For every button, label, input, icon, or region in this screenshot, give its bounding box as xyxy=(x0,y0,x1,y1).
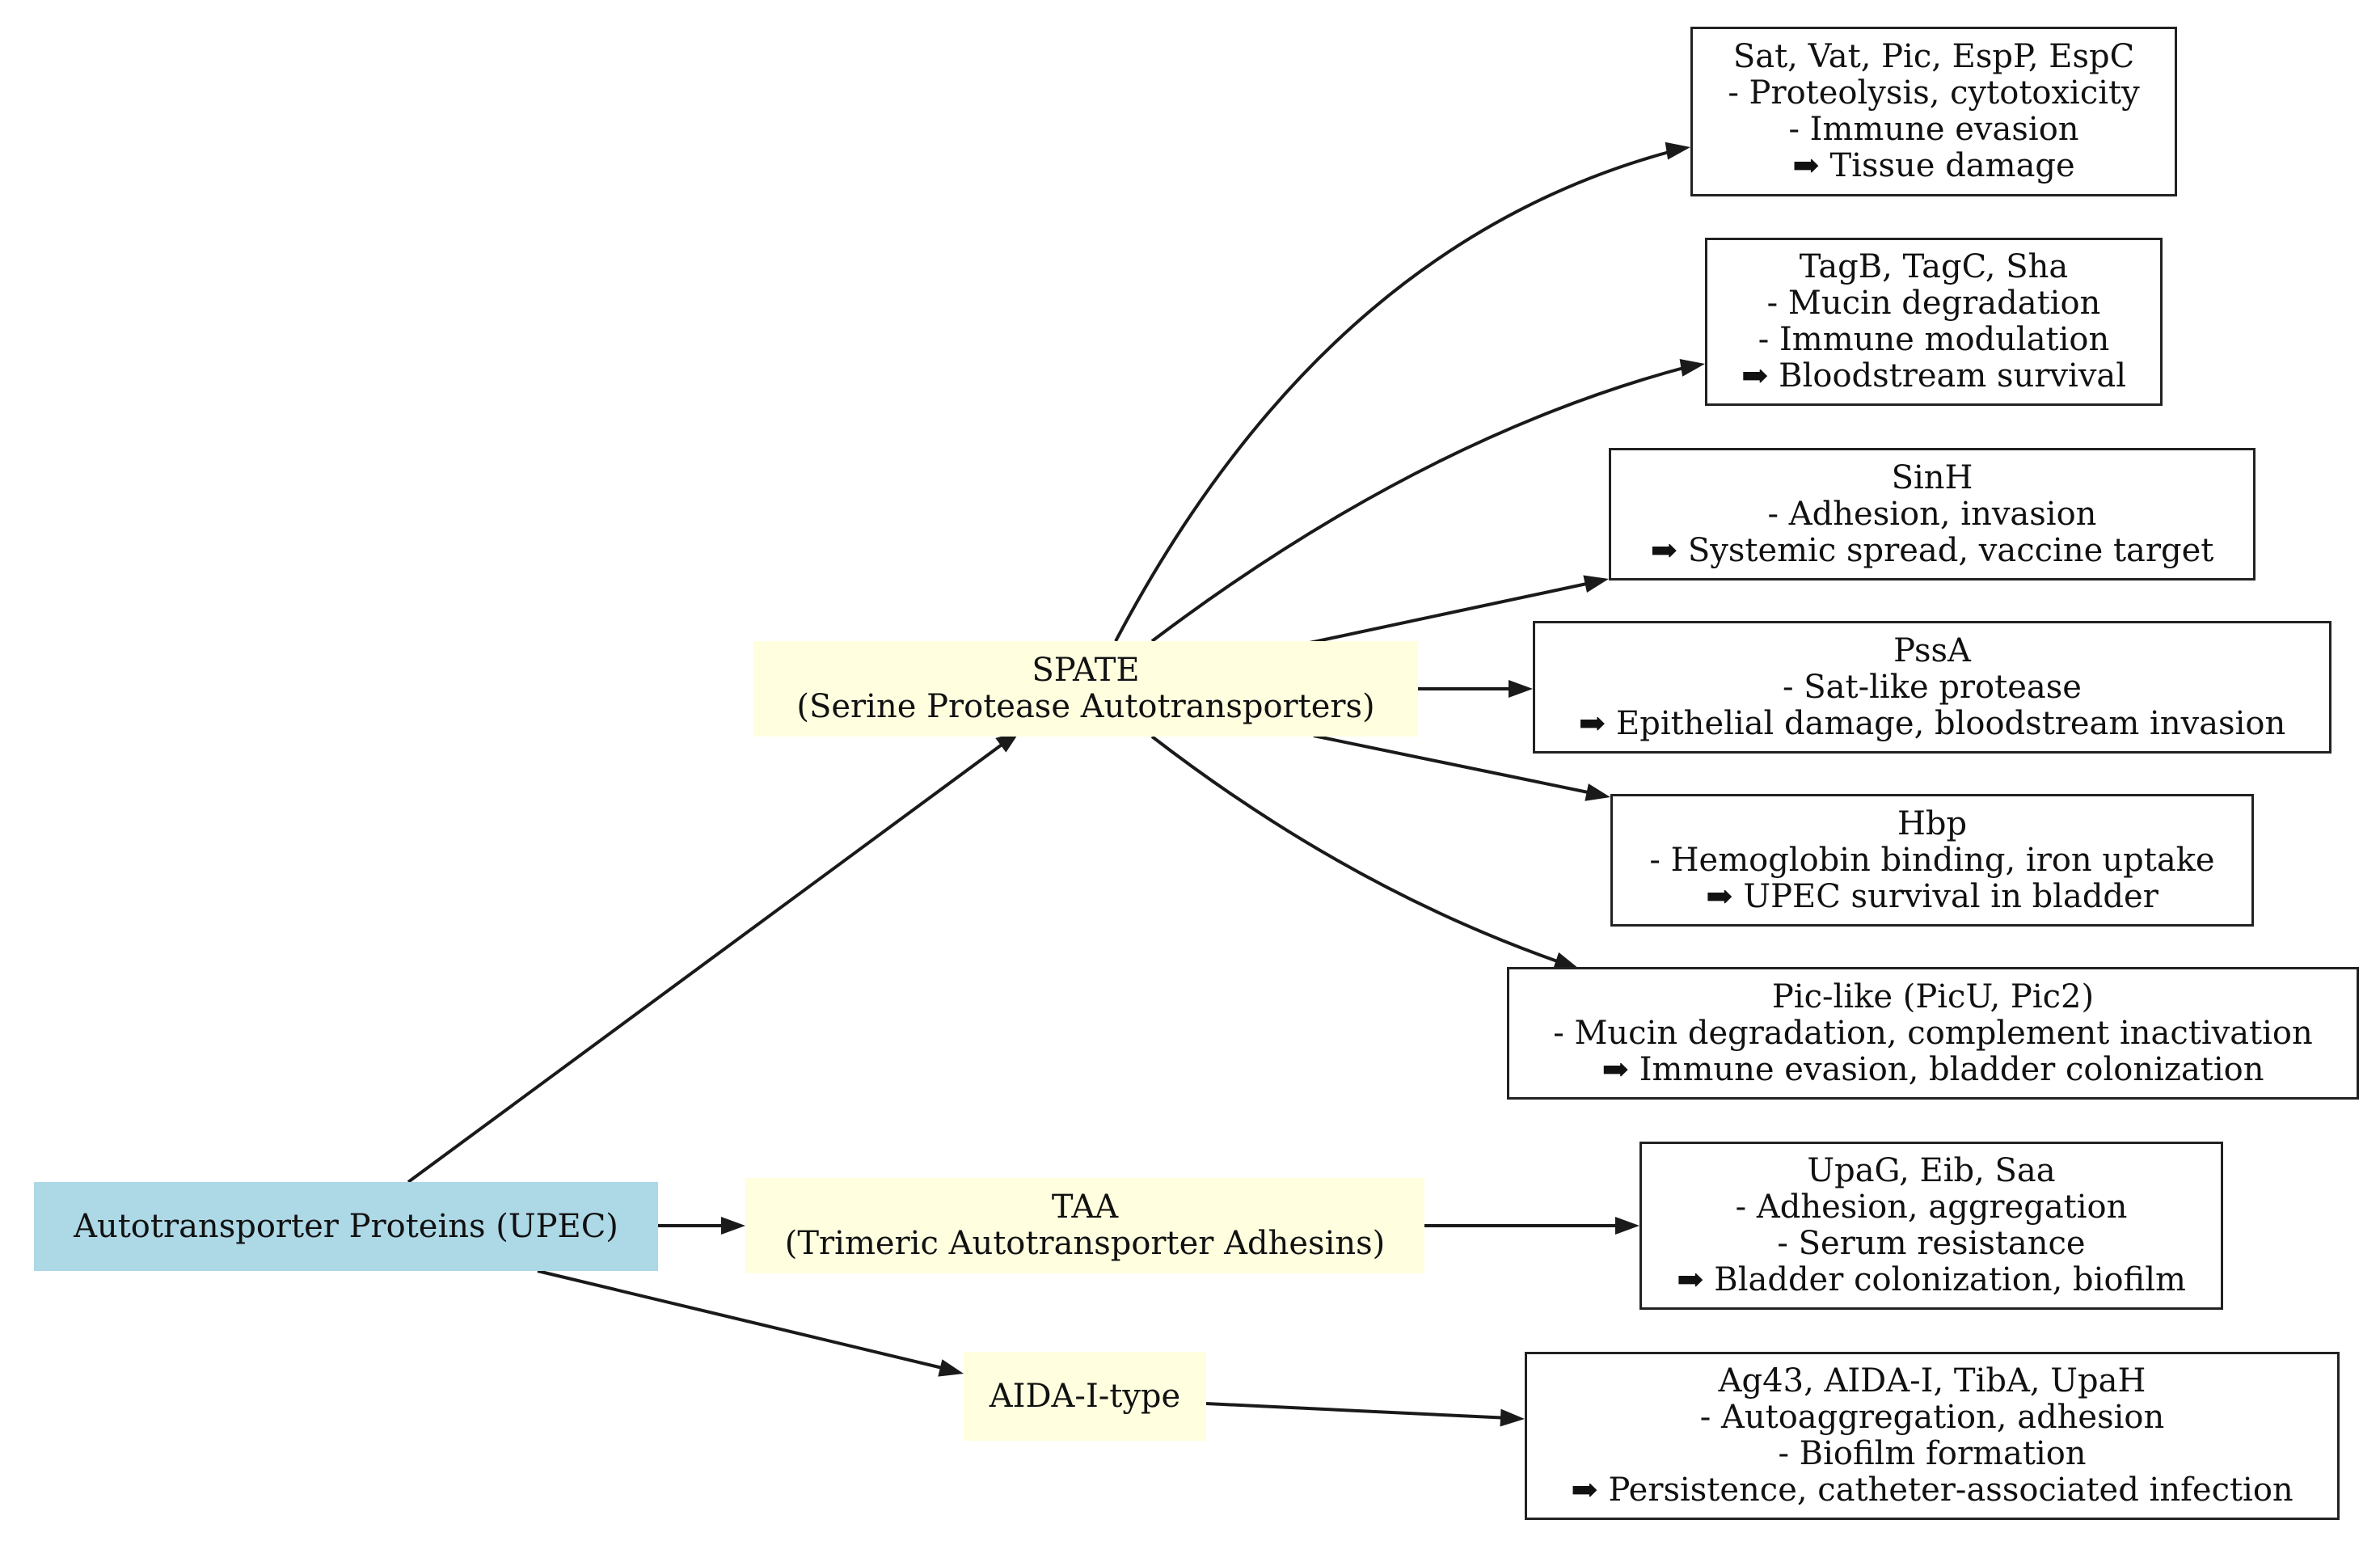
edge-root-to-taa-arrowhead xyxy=(721,1217,745,1235)
detail-line: - Autoaggregation, adhesion xyxy=(1699,1399,2165,1436)
spate-node: SPATE (Serine Protease Autotransporters) xyxy=(753,641,1418,737)
edge-spate-to-pic-arrowhead xyxy=(1553,952,1579,969)
detail-line: ➡ Tissue damage xyxy=(1792,147,2075,184)
detail-line: ➡ Systemic spread, vaccine target xyxy=(1650,531,2214,569)
detail-line: ➡ Immune evasion, bladder colonization xyxy=(1601,1050,2264,1088)
edge-spate-to-tagb xyxy=(1150,365,1690,643)
edge-spate-to-sat xyxy=(1114,149,1676,642)
detail-line: - Adhesion, invasion xyxy=(1767,495,2097,533)
detail-line: - Immune modulation xyxy=(1758,321,2110,358)
detail-box-upag: UpaG, Eib, Saa - Adhesion, aggregation -… xyxy=(1639,1142,2223,1310)
edge-taa-to-upag-arrowhead xyxy=(1615,1217,1639,1235)
edge-spate-to-hbp xyxy=(1313,734,1597,796)
edge-spate-to-sat-arrowhead xyxy=(1665,141,1690,160)
detail-line: - Mucin degradation, complement inactiva… xyxy=(1553,1014,2313,1052)
detail-line: ➡ Bladder colonization, biofilm xyxy=(1677,1261,2186,1298)
detail-line: - Proteolysis, cytotoxicity xyxy=(1728,74,2140,112)
detail-box-sinh: SinH - Adhesion, invasion ➡ Systemic spr… xyxy=(1609,448,2256,581)
detail-line: SinH xyxy=(1891,458,1973,496)
taa-subtitle: (Trimeric Autotransporter Adhesins) xyxy=(784,1225,1386,1262)
detail-line: - Biofilm formation xyxy=(1778,1435,2087,1472)
edge-root-to-spate xyxy=(407,737,1012,1184)
aida-title: AIDA-I-type xyxy=(989,1377,1181,1415)
taa-node: TAA (Trimeric Autotransporter Adhesins) xyxy=(745,1178,1424,1273)
detail-line: - Mucin degradation xyxy=(1766,285,2101,322)
spate-subtitle: (Serine Protease Autotransporters) xyxy=(796,688,1375,725)
edge-root-to-aida-arrowhead xyxy=(938,1359,964,1377)
detail-box-pic-like: Pic-like (PicU, Pic2) - Mucin degradatio… xyxy=(1507,967,2359,1100)
edge-aida-to-ag43 xyxy=(1205,1402,1511,1420)
root-node: Autotransporter Proteins (UPEC) xyxy=(34,1182,658,1271)
detail-line: Sat, Vat, Pic, EspP, EspC xyxy=(1732,38,2135,75)
detail-line: Hbp xyxy=(1897,804,1968,842)
detail-line: TagB, TagC, Sha xyxy=(1799,248,2069,285)
detail-line: Ag43, AIDA-I, TibA, UpaH xyxy=(1718,1362,2146,1400)
detail-line: ➡ Bloodstream survival xyxy=(1741,357,2127,395)
edge-spate-to-pssa-arrowhead xyxy=(1509,680,1533,698)
detail-box-hbp: Hbp - Hemoglobin binding, iron uptake ➡ … xyxy=(1610,794,2254,927)
detail-box-ag43: Ag43, AIDA-I, TibA, UpaH - Autoaggregati… xyxy=(1525,1352,2340,1520)
edge-spate-to-tagb-arrowhead xyxy=(1679,358,1705,377)
detail-box-pssa: PssA - Sat-like protease ➡ Epithelial da… xyxy=(1533,621,2331,754)
detail-line: PssA xyxy=(1893,631,1971,669)
detail-line: - Immune evasion xyxy=(1788,111,2079,148)
detail-line: - Adhesion, aggregation xyxy=(1735,1188,2128,1226)
detail-line: - Serum resistance xyxy=(1777,1225,2086,1262)
edge-spate-to-sinh xyxy=(1309,581,1595,644)
detail-line: ➡ Epithelial damage, bloodstream invasio… xyxy=(1578,704,2286,742)
detail-line: ➡ Persistence, catheter-associated infec… xyxy=(1571,1471,2293,1509)
detail-box-sat: Sat, Vat, Pic, EspP, EspC - Proteolysis,… xyxy=(1690,27,2177,196)
detail-line: UpaG, Eib, Saa xyxy=(1807,1152,2056,1189)
root-label: Autotransporter Proteins (UPEC) xyxy=(74,1207,618,1245)
edge-spate-to-pic xyxy=(1150,735,1565,965)
detail-box-tagb: TagB, TagC, Sha - Mucin degradation - Im… xyxy=(1705,238,2163,406)
detail-line: - Sat-like protease xyxy=(1783,668,2082,706)
edge-aida-to-ag43-arrowhead xyxy=(1500,1408,1525,1427)
edge-spate-to-hbp-arrowhead xyxy=(1585,783,1610,801)
detail-line: - Hemoglobin binding, iron uptake xyxy=(1649,841,2215,879)
detail-line: Pic-like (PicU, Pic2) xyxy=(1771,977,2095,1015)
detail-line: ➡ UPEC survival in bladder xyxy=(1706,877,2158,915)
aida-node: AIDA-I-type xyxy=(964,1352,1206,1441)
edge-root-to-aida xyxy=(537,1269,950,1371)
edge-spate-to-sinh-arrowhead xyxy=(1583,575,1609,593)
spate-title: SPATE xyxy=(1032,652,1140,689)
taa-title: TAA xyxy=(1051,1188,1119,1226)
